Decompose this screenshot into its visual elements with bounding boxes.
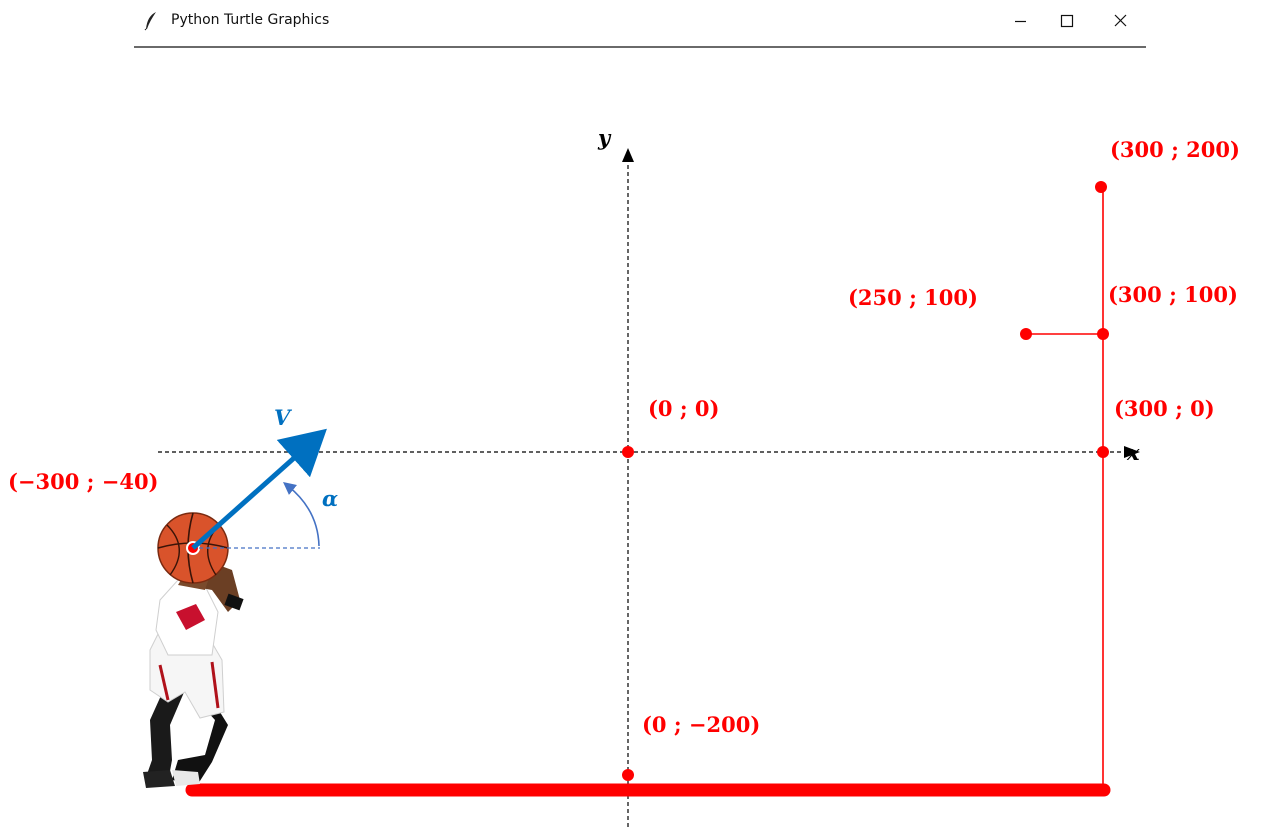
label-rim-top: (300 ; 100) <box>1108 282 1238 307</box>
velocity-vector <box>191 428 327 550</box>
basketball-player <box>143 552 244 788</box>
feather-icon <box>144 12 156 31</box>
window-title: Python Turtle Graphics <box>171 12 330 28</box>
minimize-icon <box>1015 20 1026 23</box>
point-rim-base <box>1097 446 1109 458</box>
label-rim-base: (300 ; 0) <box>1114 396 1215 421</box>
label-floor-mid: (0 ; −200) <box>642 712 760 737</box>
point-hoop-front <box>1020 328 1032 340</box>
turtle-canvas[interactable]: y x (0 ; 0) (0 ; −200) (300 ; 0) (300 ; … <box>0 48 1275 827</box>
close-button[interactable] <box>1098 0 1144 44</box>
point-rim-top <box>1097 328 1109 340</box>
window-titlebar[interactable]: Python Turtle Graphics <box>134 0 1146 48</box>
label-board-top: (300 ; 200) <box>1110 137 1240 162</box>
label-shooter: (−300 ; −40) <box>8 469 159 494</box>
x-axis-arrowhead <box>1124 446 1140 458</box>
point-floor-mid <box>622 769 634 781</box>
x-axis-label: x <box>1126 440 1140 465</box>
close-icon <box>1114 14 1127 27</box>
y-axis-arrowhead <box>622 148 634 162</box>
drawing-surface: y x (0 ; 0) (0 ; −200) (300 ; 0) (300 ; … <box>8 125 1240 827</box>
maximize-icon <box>1060 14 1074 28</box>
label-hoop-front: (250 ; 100) <box>848 285 978 310</box>
point-origin <box>622 446 634 458</box>
angle-label: α <box>322 486 338 511</box>
velocity-label: V <box>274 405 293 430</box>
maximize-button[interactable] <box>1044 0 1090 44</box>
label-origin: (0 ; 0) <box>648 396 719 421</box>
point-board-top <box>1095 181 1107 193</box>
angle-arc <box>283 482 320 547</box>
minimize-button[interactable] <box>997 0 1043 44</box>
y-axis-label: y <box>597 125 612 150</box>
